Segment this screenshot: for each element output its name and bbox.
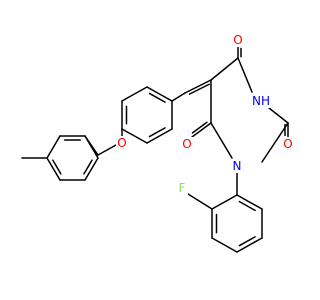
bond-aromatic-inner [52, 159, 62, 175]
atom-label-n: N [233, 159, 242, 173]
bond-aromatic [121, 86, 148, 102]
atom-label-n: N [252, 94, 261, 108]
atom-label-layer: O NH O O N O F [116, 33, 294, 195]
bond-single [97, 144, 117, 156]
bond-double-carbonyl [191, 122, 212, 138]
bond-aromatic [46, 135, 61, 159]
bond-ring [237, 57, 253, 93]
bond-ring [210, 57, 239, 81]
bond-aromatic [84, 135, 99, 159]
bond-aromatic [236, 237, 263, 253]
atom-label-o: O [182, 137, 191, 151]
atom-label-o: O [233, 33, 242, 47]
bond-single [187, 193, 213, 210]
atom-label-h: H [261, 94, 270, 108]
bond-layer [21, 46, 289, 253]
atom-label-o: O [283, 137, 292, 151]
bond-double-exocyclic [184, 79, 212, 94]
bond-aromatic-inner [148, 127, 166, 138]
bond-double-exocyclic [188, 83, 210, 95]
bond-aromatic [146, 86, 173, 102]
atom-o-carbonyl-bottom: O [181, 137, 193, 151]
bond-aromatic-inner [238, 200, 256, 212]
atom-o-ether: O [116, 136, 128, 150]
atom-o-carbonyl-top: O [232, 33, 244, 47]
atom-n-h: NH [250, 94, 274, 108]
atom-o-carbonyl-right: O [282, 137, 294, 151]
bond-ring [210, 122, 233, 159]
bond-ring [261, 122, 289, 163]
atom-f: F [176, 181, 188, 195]
molecule-structure-diagram: O NH O O N O F [21, 33, 294, 253]
bond-aromatic [121, 128, 148, 144]
bond-aromatic [84, 157, 99, 181]
atom-n-aryl: N [231, 159, 243, 173]
atom-label-o: O [117, 136, 126, 150]
bond-aromatic [146, 128, 173, 144]
bond-ring [268, 107, 289, 124]
atom-label-nh: NH [252, 94, 270, 108]
atom-label-f: F [179, 181, 186, 195]
bond-aromatic-inner [83, 159, 93, 175]
bond-aromatic [211, 194, 238, 210]
bond-double-carbonyl [191, 121, 208, 134]
bond-aromatic [46, 157, 61, 181]
bond-aromatic-inner [148, 92, 166, 103]
bond-aromatic-inner [238, 236, 256, 247]
bond-single [171, 92, 186, 102]
bond-aromatic [236, 194, 263, 210]
bond-aromatic [211, 237, 238, 253]
